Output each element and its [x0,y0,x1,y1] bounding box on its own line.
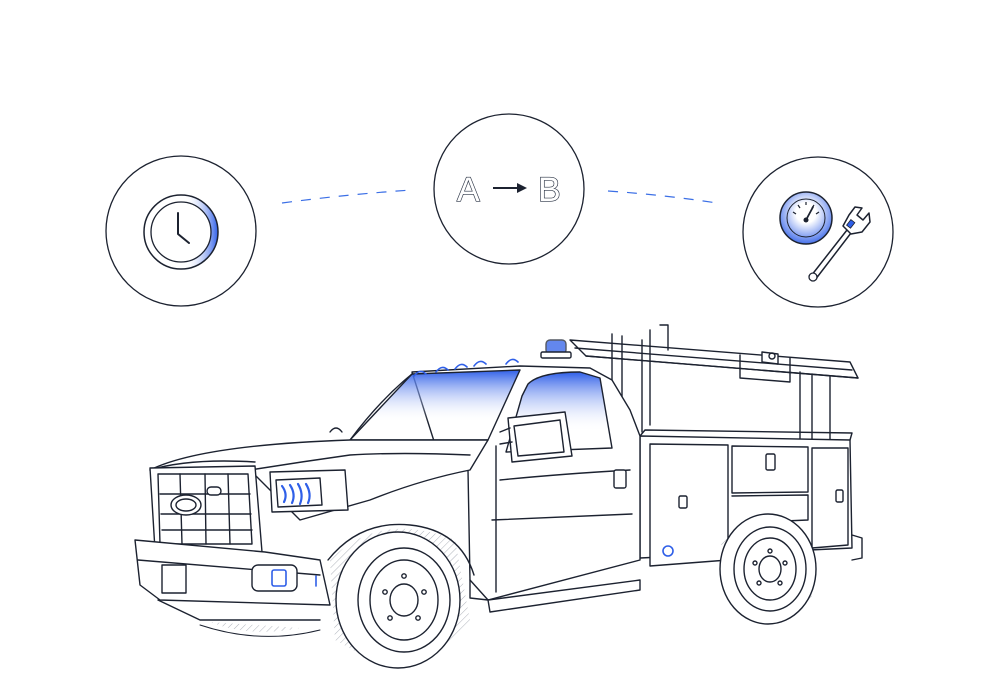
wrench-icon [808,206,871,282]
service-body [639,429,863,567]
front-wheel [327,523,475,669]
connector-right [607,190,718,204]
route-badge: A B [433,113,585,265]
grille-emblem [170,494,202,516]
clock-badge [105,155,257,307]
rear-wheel [719,513,817,625]
route-to-label: B [538,171,561,209]
gauge-icon [779,191,833,245]
route-from-label: A [457,171,480,209]
connector-left [281,189,413,204]
service-utility-truck [134,324,863,669]
clock-icon [143,194,219,270]
route-a-to-b-icon: A B [456,170,561,209]
front-end [134,427,489,621]
maintenance-badge [742,156,894,308]
cab [349,339,641,613]
ladder-rack [569,324,859,443]
